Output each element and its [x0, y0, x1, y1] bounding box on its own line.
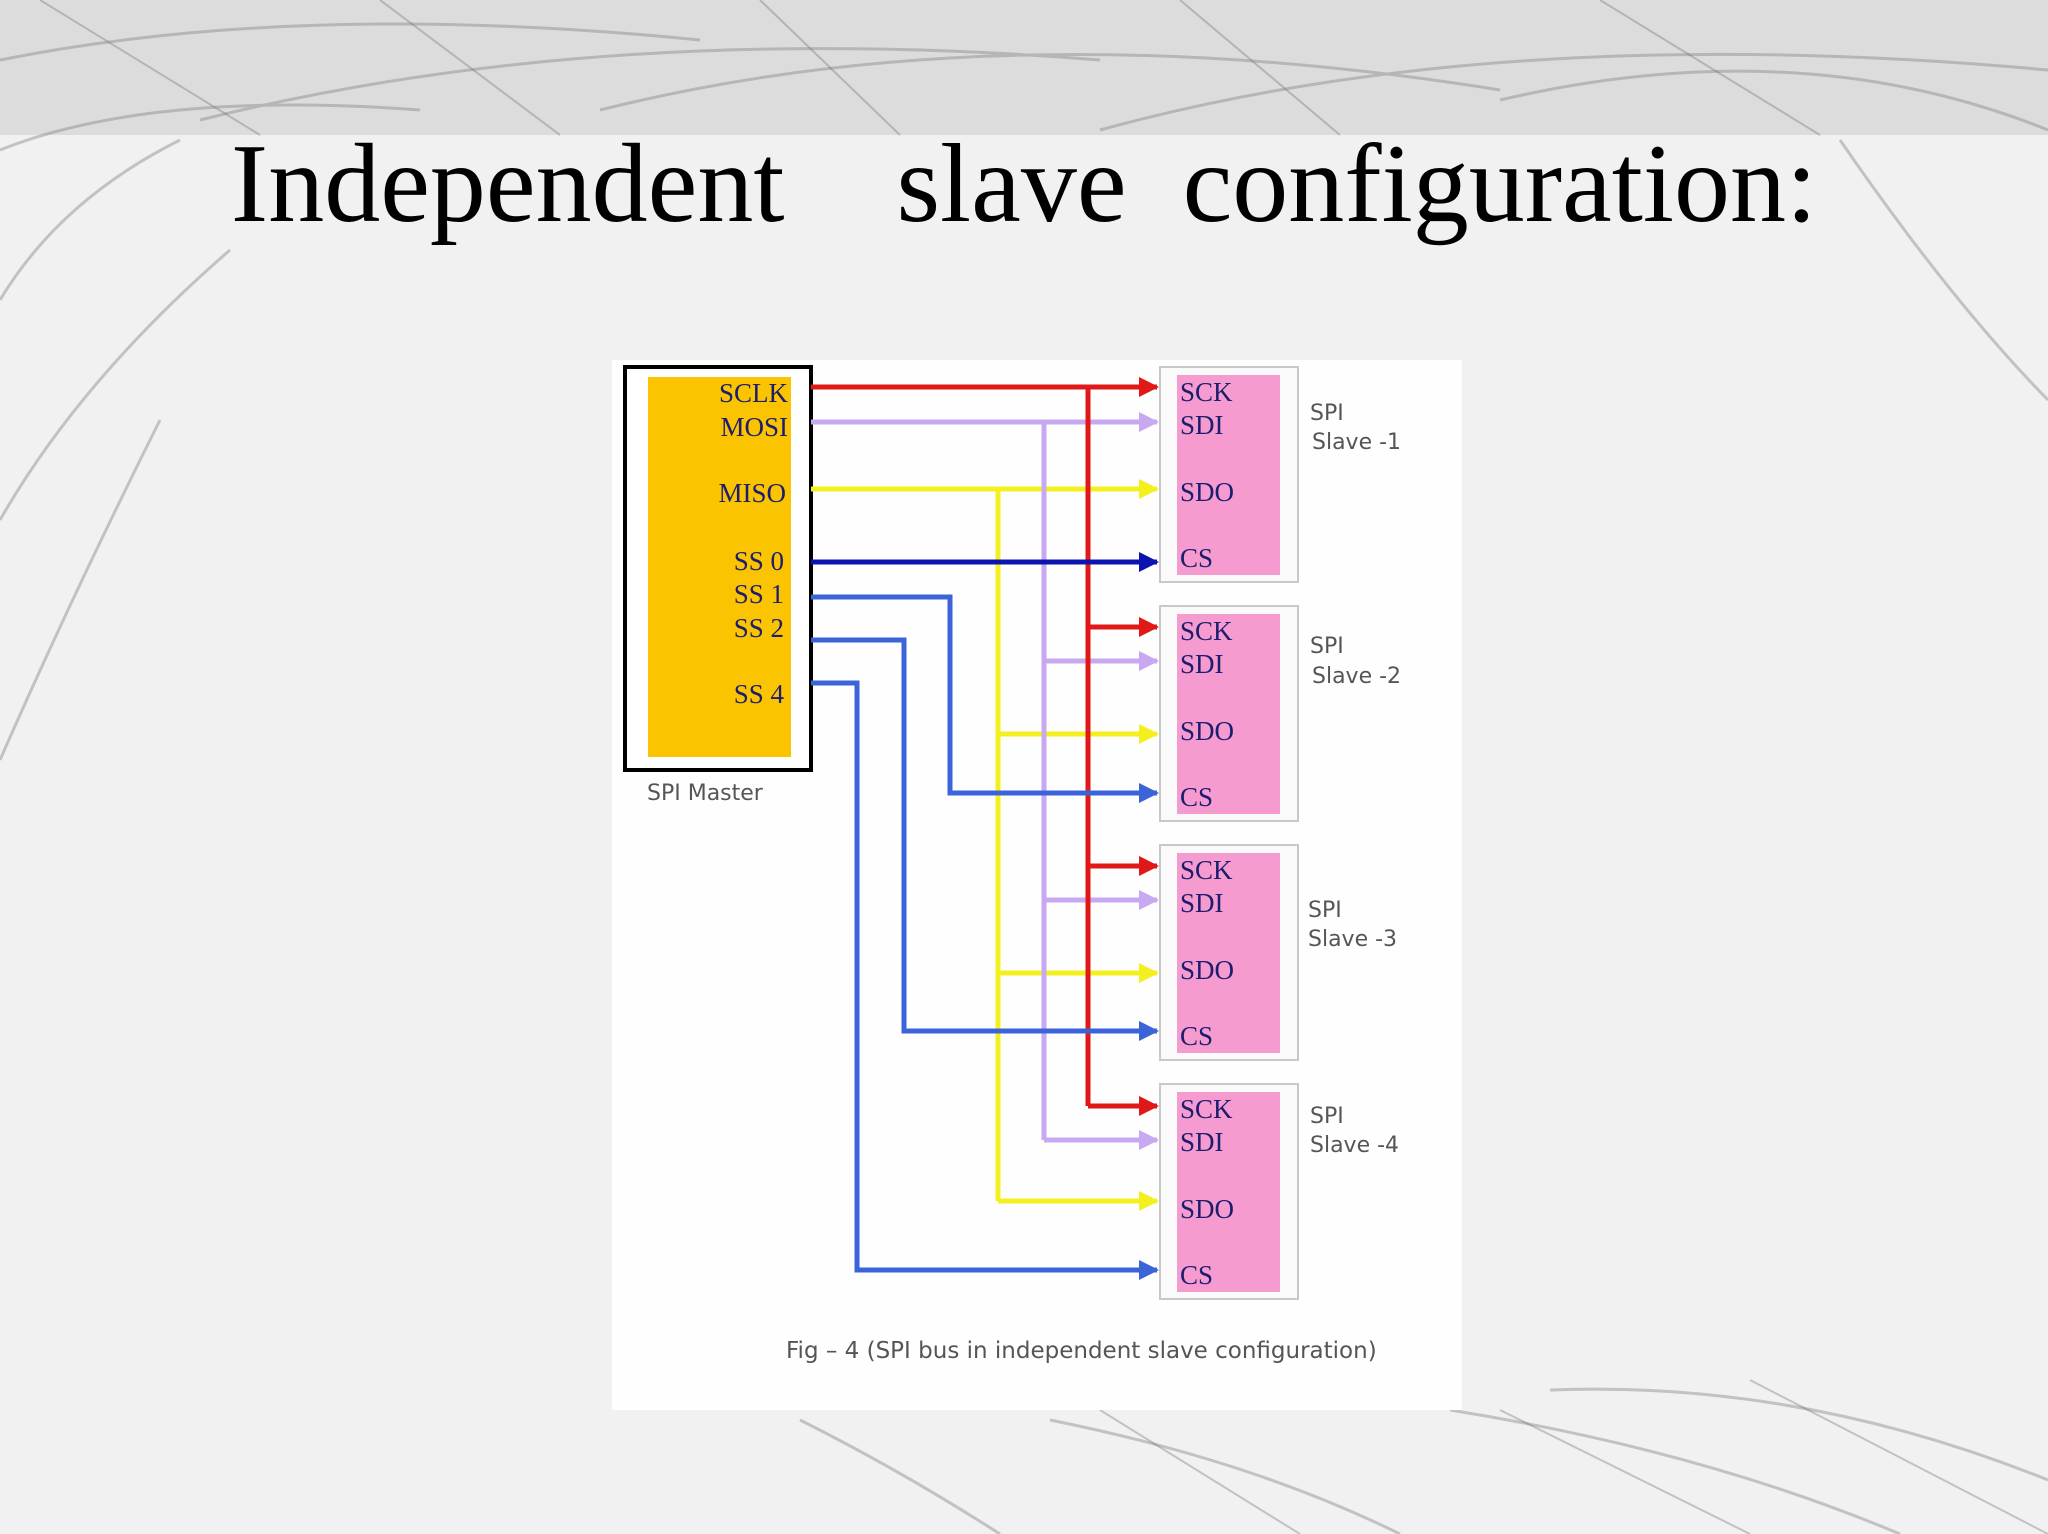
slave-pin-cs: CS	[1180, 782, 1213, 812]
master-label: SPI Master	[647, 781, 764, 806]
slave-pin-sdo: SDO	[1180, 716, 1234, 746]
slave-label-line2: Slave -3	[1308, 927, 1397, 952]
slave-label-line2: Slave -1	[1312, 430, 1401, 455]
slave-body	[1177, 1092, 1280, 1292]
slave-body	[1177, 375, 1280, 575]
master-pin-sclk: SCLK	[719, 378, 789, 408]
slave-pin-sck: SCK	[1180, 1094, 1233, 1124]
wire-ss4	[811, 680, 1159, 1280]
slave-pin-sdi: SDI	[1180, 888, 1224, 918]
slave-pin-sck: SCK	[1180, 377, 1233, 407]
wire-mosi	[811, 412, 1159, 1150]
slave-pin-cs: CS	[1180, 543, 1213, 573]
wire-sclk	[811, 377, 1159, 1116]
slave-pin-sdi: SDI	[1180, 410, 1224, 440]
slave-label-line1: SPI	[1310, 1104, 1344, 1129]
figure-caption: Fig – 4 (SPI bus in independent slave co…	[786, 1338, 1377, 1364]
slave-pin-cs: CS	[1180, 1021, 1213, 1051]
slave-body	[1177, 853, 1280, 1053]
slave-body	[1177, 614, 1280, 814]
spi-slave-4: SCK SDI SDO CS SPI Slave -4	[1159, 1083, 1399, 1300]
slave-pin-sdo: SDO	[1180, 1194, 1234, 1224]
slave-label-line1: SPI	[1310, 401, 1344, 426]
master-pin-miso: MISO	[718, 478, 786, 508]
slave-label-line1: SPI	[1310, 634, 1344, 659]
master-pin-ss0: SS 0	[734, 546, 784, 576]
slave-pin-sck: SCK	[1180, 855, 1233, 885]
slave-pin-sdo: SDO	[1180, 955, 1234, 985]
spi-master: SCLK MOSI MISO SS 0 SS 1 SS 2 SS 4 SPI M…	[623, 365, 813, 806]
master-pin-ss1: SS 1	[734, 579, 784, 609]
slide-title: Independent slave configuration:	[230, 122, 1818, 246]
master-body	[648, 377, 791, 757]
master-pin-mosi: MOSI	[720, 412, 788, 442]
slave-label-line2: Slave -4	[1310, 1133, 1399, 1158]
master-pin-ss4: SS 4	[734, 679, 785, 709]
wire-ss1	[811, 594, 1159, 803]
spi-slave-3: SCK SDI SDO CS SPI Slave -3	[1159, 844, 1397, 1061]
slave-label-line1: SPI	[1308, 898, 1342, 923]
wire-miso	[811, 479, 1159, 1211]
slave-pin-sdi: SDI	[1180, 1127, 1224, 1157]
slave-pin-sdi: SDI	[1180, 649, 1224, 679]
slave-pin-cs: CS	[1180, 1260, 1213, 1290]
slave-pin-sdo: SDO	[1180, 477, 1234, 507]
master-pin-ss2: SS 2	[734, 613, 784, 643]
wire-ss2	[811, 637, 1159, 1041]
spi-slave-2: SCK SDI SDO CS SPI Slave -2	[1159, 605, 1401, 822]
slave-pin-sck: SCK	[1180, 616, 1233, 646]
slave-label-line2: Slave -2	[1312, 664, 1401, 689]
spi-slave-1: SCK SDI SDO CS SPI Slave -1	[1159, 366, 1401, 583]
